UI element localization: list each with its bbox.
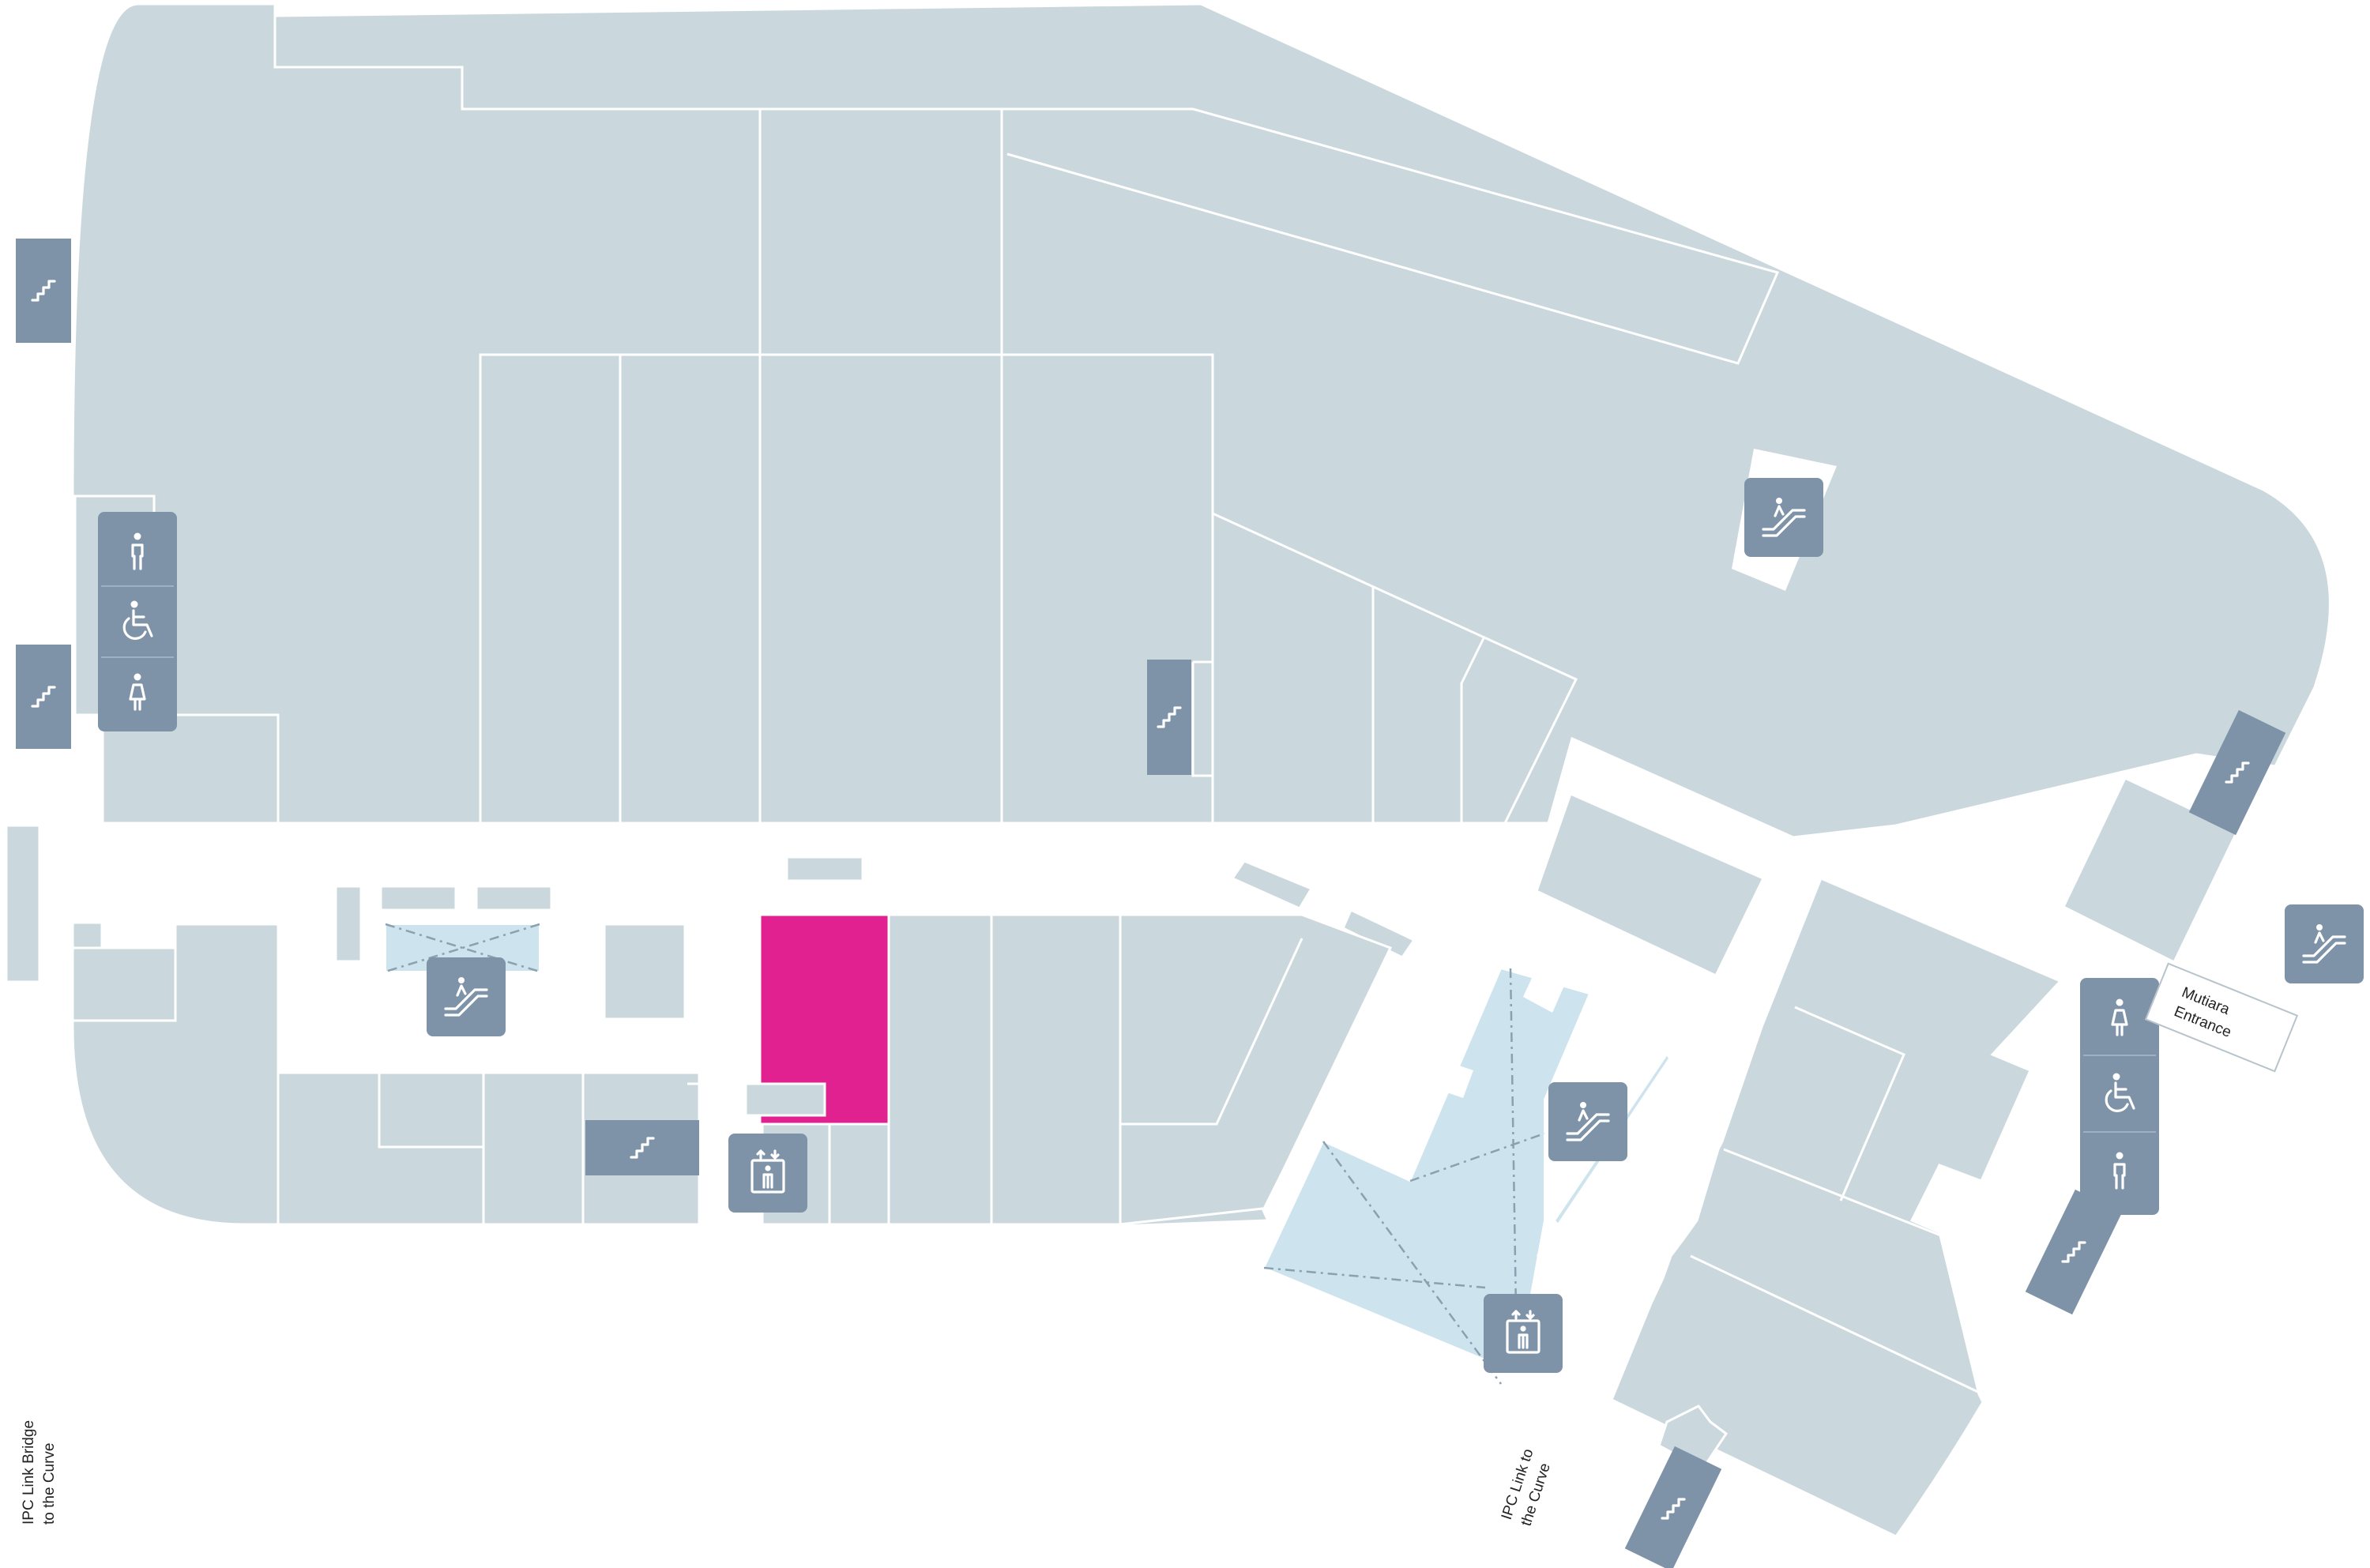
unit-grid-south-west bbox=[73, 946, 699, 1224]
lift-west[interactable] bbox=[728, 1134, 807, 1213]
toilets-east[interactable] bbox=[2080, 978, 2159, 1215]
stairs-south-west[interactable] bbox=[585, 1120, 699, 1175]
lift-east[interactable] bbox=[1484, 1294, 1563, 1373]
escalator-west[interactable] bbox=[427, 957, 506, 1036]
mutiara-entrance[interactable]: Mutiara Entrance bbox=[2144, 962, 2299, 1073]
stairs-west-upper[interactable] bbox=[16, 239, 71, 343]
ipc-link-label: IPC Link to the Curve bbox=[1499, 1447, 1554, 1529]
escalator-east-atrium[interactable] bbox=[1548, 1082, 1627, 1161]
ipc-link-bridge-line1: IPC Link Bridge bbox=[21, 1420, 37, 1525]
stairs-east-upper[interactable] bbox=[2188, 709, 2286, 836]
stairs-central[interactable] bbox=[1147, 660, 1191, 775]
unit-block-south-west bbox=[71, 923, 701, 1226]
stairs-west-lower[interactable] bbox=[16, 645, 71, 749]
unit-block-south-middle-lower bbox=[820, 1223, 1266, 1273]
stairs-south-east[interactable] bbox=[1624, 1446, 1722, 1568]
unit-grid-east bbox=[1690, 1006, 2023, 1396]
ipc-link-bridge-label: IPC Link Bridge to the Curve bbox=[21, 1420, 58, 1525]
escalator-mutiara[interactable] bbox=[2285, 904, 2364, 983]
unit-block-east bbox=[1535, 776, 2240, 1538]
ipc-link-bridge-line2: to the Curve bbox=[41, 1443, 58, 1525]
kiosk-units-corridor bbox=[5, 824, 864, 1117]
toilets-west[interactable] bbox=[98, 512, 177, 731]
unit-block-north bbox=[71, 2, 2331, 839]
escalator-upper-right[interactable] bbox=[1744, 478, 1823, 557]
stairs-east-lower[interactable] bbox=[2025, 1189, 2123, 1315]
